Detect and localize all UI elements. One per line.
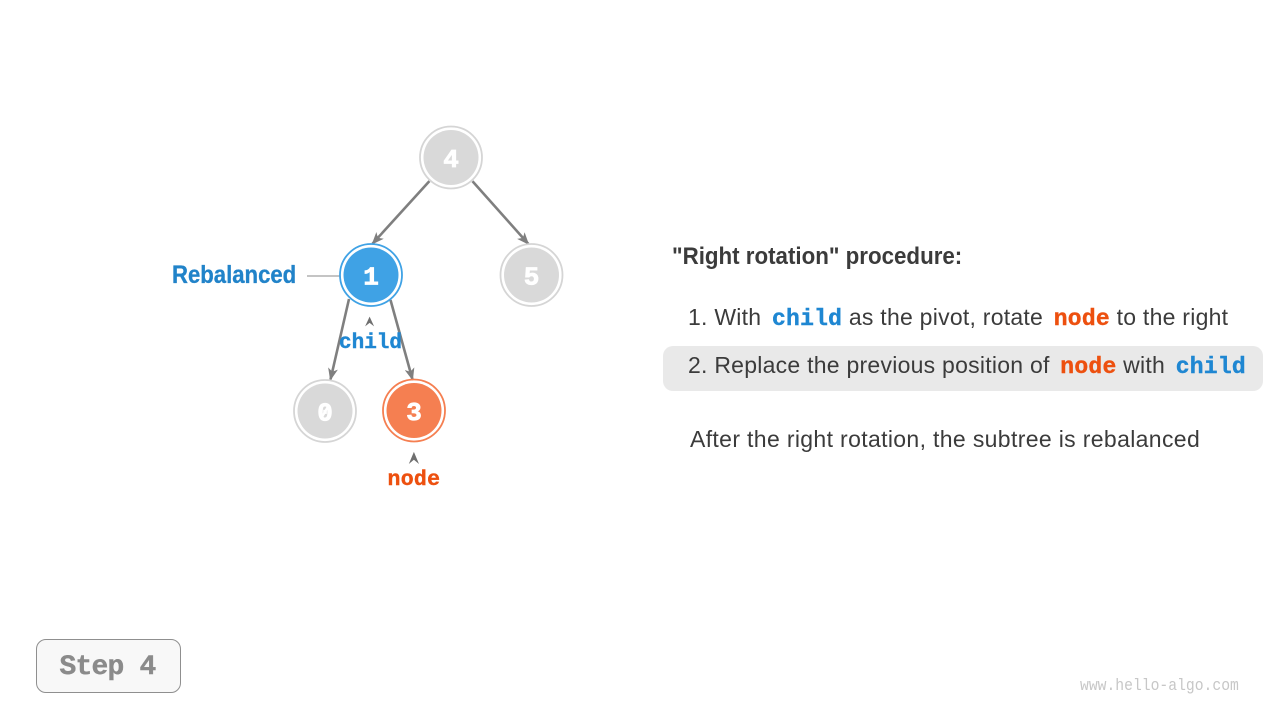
svg-text:4: 4: [443, 145, 459, 175]
svg-text:3: 3: [406, 398, 422, 428]
svg-text:1: 1: [363, 262, 379, 292]
svg-text:5: 5: [524, 262, 540, 292]
